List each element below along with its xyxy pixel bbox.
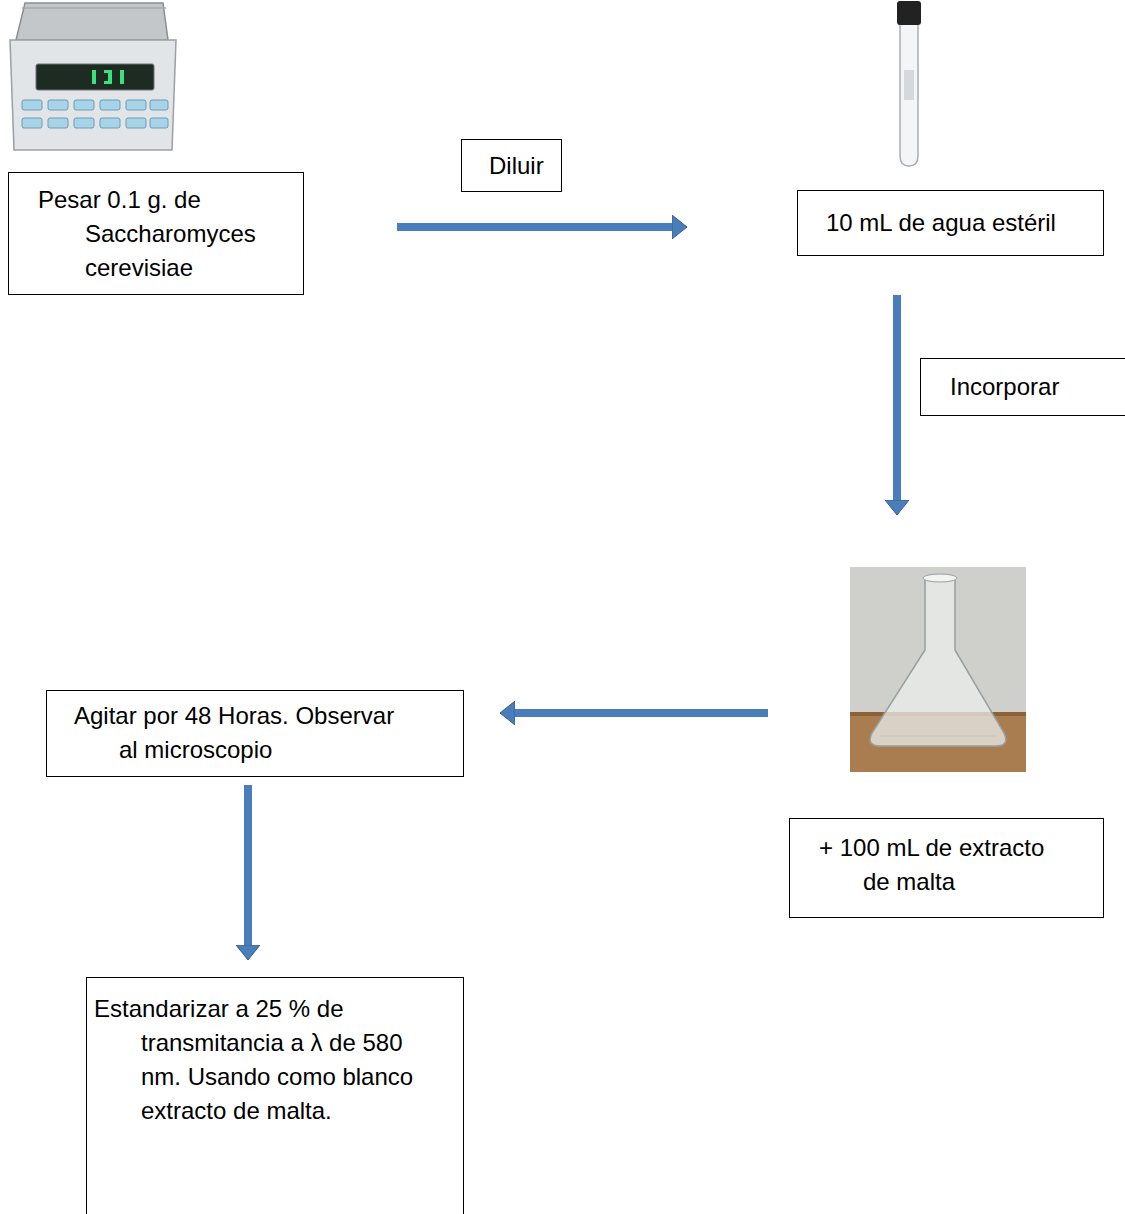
process-box: Pesar 0.1 g. de Saccharomyces cerevisiae: [8, 172, 304, 295]
flow-arrow: [244, 785, 252, 945]
box-text: Diluir: [489, 149, 553, 183]
box-text: Pesar 0.1 g. de Saccharomyces cerevisiae: [85, 183, 293, 285]
box-text: 10 mL de agua estéril: [826, 206, 1093, 240]
process-box: 10 mL de agua estéril: [797, 190, 1104, 256]
box-text: Agitar por 48 Horas. Observar al microsc…: [119, 699, 404, 767]
flask-photo: [850, 567, 1026, 772]
flow-arrow: [515, 709, 768, 717]
process-box: Incorporar: [920, 358, 1125, 416]
process-box: + 100 mL de extracto de malta: [789, 818, 1104, 918]
process-box: Diluir: [461, 139, 562, 192]
box-text: Estandarizar a 25 % de transmitancia a λ…: [141, 992, 443, 1128]
process-box: Agitar por 48 Horas. Observar al microsc…: [46, 690, 464, 777]
balance-illustration: [10, 3, 176, 150]
box-text: Incorporar: [950, 370, 1119, 404]
process-box: Estandarizar a 25 % de transmitancia a λ…: [86, 977, 464, 1214]
flow-arrow: [397, 223, 672, 231]
flow-arrow: [893, 295, 901, 500]
test-tube-illustration: [897, 1, 921, 166]
box-text: + 100 mL de extracto de malta: [863, 831, 1059, 899]
